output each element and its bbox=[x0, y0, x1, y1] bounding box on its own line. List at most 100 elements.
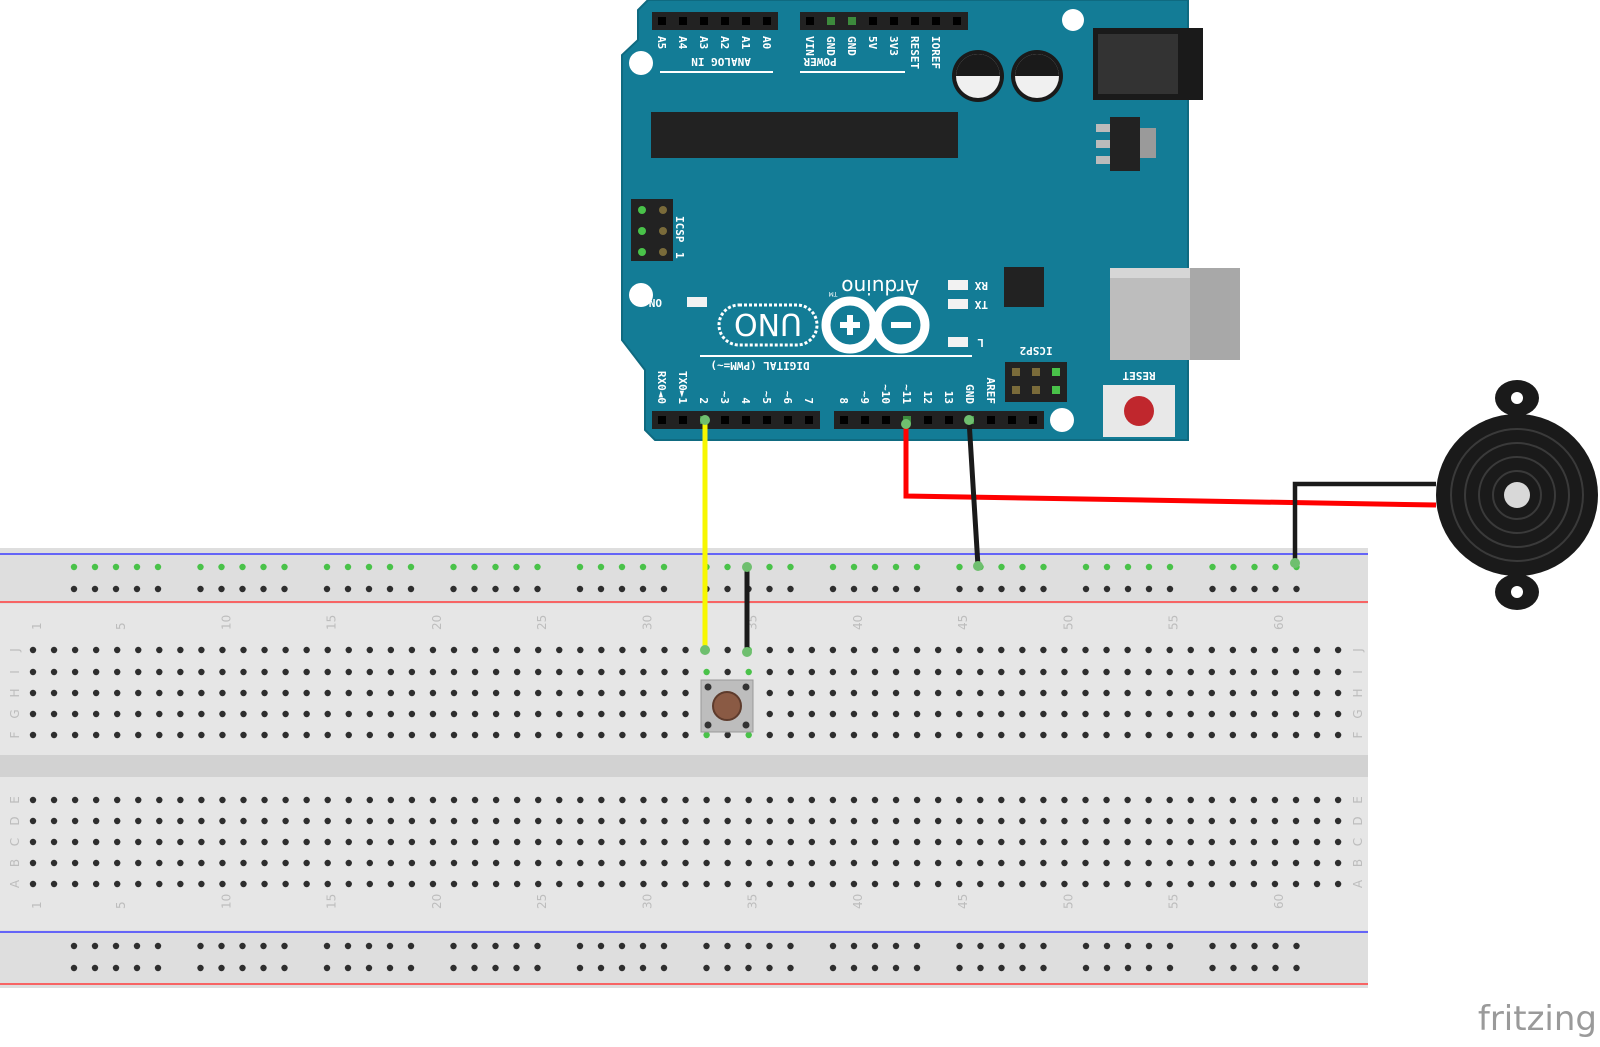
breadboard-hole bbox=[450, 731, 458, 739]
breadboard-hole bbox=[1250, 668, 1258, 676]
breadboard-hole bbox=[92, 838, 100, 846]
breadboard-hole bbox=[640, 880, 647, 888]
breadboard-hole bbox=[1082, 710, 1089, 718]
on-label: ON bbox=[649, 296, 662, 309]
breadboard-hole bbox=[745, 731, 752, 739]
breadboard-hole bbox=[913, 731, 921, 739]
breadboard-hole bbox=[1187, 710, 1194, 718]
rail-hole bbox=[576, 585, 584, 593]
rail-hole bbox=[154, 563, 162, 571]
rail-hole bbox=[492, 942, 499, 950]
rail-hole bbox=[1103, 563, 1111, 571]
rail-hole bbox=[112, 585, 120, 593]
header-pin bbox=[679, 17, 687, 25]
column-number: 50 bbox=[1061, 894, 1075, 909]
breadboard-hole bbox=[366, 817, 373, 825]
breadboard-hole bbox=[998, 731, 1005, 739]
breadboard-hole bbox=[1229, 859, 1237, 867]
rail-hole bbox=[1103, 964, 1111, 972]
breadboard-hole bbox=[682, 689, 689, 697]
breadboard-hole bbox=[1250, 646, 1258, 654]
rail-hole bbox=[1230, 585, 1237, 593]
breadboard-hole bbox=[303, 796, 310, 804]
breadboard-hole bbox=[787, 710, 794, 718]
breadboard-hole bbox=[1187, 796, 1194, 804]
breadboard-hole bbox=[135, 689, 142, 697]
breadboard-hole bbox=[682, 710, 689, 718]
column-number: 1 bbox=[30, 622, 44, 630]
breadboard-hole bbox=[492, 859, 500, 867]
breadboard-hole bbox=[1019, 668, 1026, 676]
breadboard-hole bbox=[1250, 838, 1258, 846]
breadboard-hole bbox=[977, 838, 984, 846]
breadboard-hole bbox=[577, 880, 584, 888]
breadboard-hole bbox=[661, 646, 668, 654]
breadboard-hole bbox=[1124, 817, 1131, 825]
header-pin bbox=[658, 416, 666, 424]
rail-hole bbox=[724, 942, 731, 950]
breadboard-hole bbox=[1166, 880, 1173, 888]
reset-label: RESET bbox=[1122, 369, 1155, 382]
breadboard-hole bbox=[1313, 668, 1321, 676]
rail-hole bbox=[1145, 563, 1153, 571]
breadboard-hole bbox=[829, 646, 837, 654]
breadboard-hole bbox=[240, 817, 247, 825]
ground-wire-buzzer bbox=[1292, 481, 1436, 563]
breadboard-hole bbox=[240, 689, 247, 697]
pin-label: GND bbox=[845, 36, 858, 56]
breadboard-hole bbox=[956, 646, 963, 654]
rail-hole bbox=[1082, 942, 1090, 950]
rail-hole bbox=[513, 964, 520, 972]
breadboard-hole bbox=[135, 668, 142, 676]
header-pin bbox=[721, 416, 729, 424]
breadboard-hole bbox=[261, 859, 268, 867]
breadboard-hole bbox=[535, 859, 542, 867]
rail-hole bbox=[1103, 585, 1111, 593]
breadboard-hole bbox=[387, 710, 395, 718]
breadboard-hole bbox=[934, 689, 942, 697]
analog-in-label: ANALOG IN bbox=[691, 55, 751, 68]
breadboard-hole bbox=[513, 880, 521, 888]
breadboard-hole bbox=[661, 689, 668, 697]
breadboard-hole bbox=[577, 689, 584, 697]
breadboard-hole bbox=[1124, 646, 1131, 654]
icsp-pin bbox=[659, 248, 667, 256]
breadboard-hole bbox=[156, 646, 163, 654]
breadboard-hole bbox=[324, 689, 331, 697]
breadboard-hole bbox=[240, 796, 247, 804]
breadboard-hole bbox=[471, 880, 479, 888]
pin-label: 8 bbox=[837, 397, 850, 404]
rail-hole bbox=[766, 964, 773, 972]
breadboard-hole bbox=[71, 838, 79, 846]
breadboard-hole bbox=[198, 710, 205, 718]
breadboard-hole bbox=[50, 668, 58, 676]
breadboard-hole bbox=[408, 710, 416, 718]
breadboard-hole bbox=[1334, 817, 1342, 825]
rail-hole bbox=[1103, 942, 1111, 950]
breadboard-hole bbox=[661, 838, 668, 846]
breadboard-hole bbox=[598, 646, 605, 654]
breadboard-hole bbox=[850, 838, 858, 846]
breadboard-hole bbox=[219, 796, 226, 804]
breadboard-hole bbox=[787, 646, 794, 654]
breadboard-hole bbox=[1166, 838, 1173, 846]
pin-label: 12 bbox=[921, 391, 934, 404]
breadboard-hole bbox=[998, 796, 1005, 804]
breadboard-hole bbox=[1082, 731, 1089, 739]
rail-hole bbox=[1082, 563, 1090, 571]
breadboard-hole bbox=[1313, 838, 1321, 846]
breadboard-hole bbox=[1250, 880, 1258, 888]
breadboard-hole bbox=[1271, 859, 1279, 867]
breadboard-hole bbox=[198, 817, 205, 825]
breadboard-hole bbox=[977, 880, 984, 888]
breadboard-hole bbox=[261, 710, 268, 718]
mounting-hole bbox=[1050, 408, 1074, 432]
row-letter: A bbox=[8, 879, 22, 888]
breadboard-hole bbox=[429, 880, 437, 888]
breadboard-hole bbox=[198, 731, 205, 739]
breadboard-hole bbox=[1040, 880, 1047, 888]
breadboard-hole bbox=[998, 880, 1005, 888]
breadboard-hole bbox=[513, 731, 521, 739]
breadboard-hole bbox=[556, 689, 563, 697]
breadboard-hole bbox=[892, 668, 900, 676]
